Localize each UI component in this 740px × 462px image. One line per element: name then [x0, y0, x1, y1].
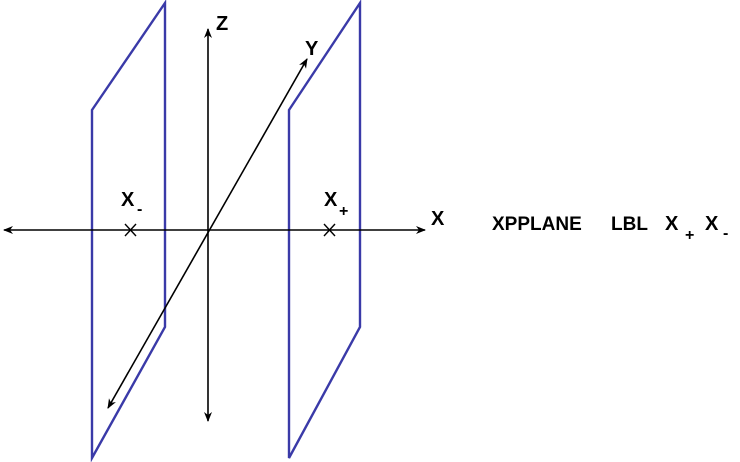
command-arg1-sub: + [685, 227, 694, 244]
cross-mark-x-plus [323, 223, 336, 237]
command-arg1-main: X [665, 213, 679, 235]
plane-x-plus-label-sub: + [339, 203, 348, 220]
plane-x-plus-label-main: X [324, 189, 338, 211]
x-axis-label: X [431, 208, 445, 230]
command-keyword: XPPLANE [492, 214, 582, 235]
command-arg2-sub: - [723, 225, 728, 242]
plane-x-minus-label-sub: - [137, 201, 142, 218]
command-option: LBL [611, 214, 648, 235]
command-arg2-main: X [705, 213, 719, 235]
y-axis-label: Y [305, 38, 319, 60]
z-axis-label: Z [216, 13, 228, 35]
plane-x-minus-label: X - [121, 189, 142, 218]
y-axis [107, 58, 308, 409]
plane-x-minus-label-main: X [121, 189, 135, 211]
plane-x-plus-label: X + [324, 189, 348, 220]
cross-mark-x-minus [124, 223, 137, 237]
command-text: XPPLANE LBL X + X - [492, 213, 728, 244]
